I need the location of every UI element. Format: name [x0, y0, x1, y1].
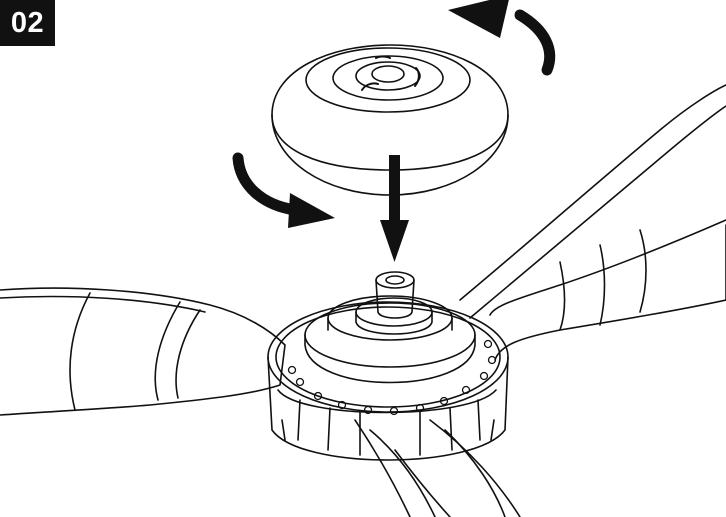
- motor-hub: [304, 295, 476, 384]
- motor-housing: [267, 301, 509, 461]
- fan-blade-right: [459, 84, 726, 361]
- curved-arrow-clockwise-icon: [232, 152, 335, 228]
- down-arrow-icon: [380, 155, 409, 262]
- fan-blade-left: [0, 287, 286, 416]
- fan-blade-bottom: [354, 419, 521, 517]
- step-number-badge: 02: [0, 0, 55, 46]
- motor-shaft: [375, 271, 415, 319]
- cap-cover: [271, 44, 509, 196]
- curved-arrow-counterclockwise-icon: [448, 0, 556, 76]
